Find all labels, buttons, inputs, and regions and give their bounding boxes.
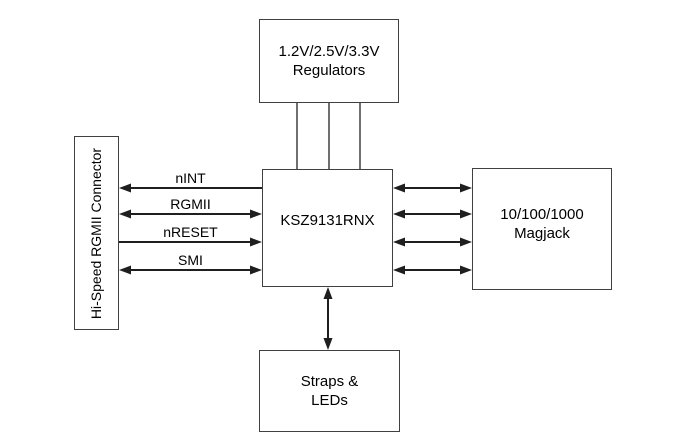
arrow-ksz-magjack-1 (393, 183, 472, 193)
regulators-label-line1: 1.2V/2.5V/3.3V (278, 43, 380, 60)
block-magjack: 10/100/1000 Magjack (472, 168, 612, 290)
regulators-label: 1.2V/2.5V/3.3V Regulators (279, 42, 380, 80)
signal-label-smi: SMI (178, 252, 203, 268)
block-ksz9131rnx: KSZ9131RNX (262, 169, 393, 287)
arrow-ksz-magjack-3 (393, 237, 472, 247)
block-straps-leds: Straps & LEDs (259, 350, 400, 432)
straps-leds-label: Straps & LEDs (301, 372, 359, 410)
arrow-rgmii (119, 209, 262, 219)
regulators-label-line2: Regulators (292, 62, 366, 79)
ksz9131rnx-label: KSZ9131RNX (280, 211, 375, 229)
straps-leds-label-line1: Straps & (300, 373, 359, 390)
straps-leds-label-line2: LEDs (311, 392, 348, 409)
arrow-nreset (119, 237, 262, 247)
magjack-label: 10/100/1000 Magjack (500, 205, 583, 243)
signal-label-rgmii: RGMII (170, 196, 211, 212)
block-rgmii-connector: Hi-Speed RGMII Connector (74, 136, 119, 330)
arrow-ksz-magjack-2 (393, 209, 472, 219)
arrow-ksz-magjack-4 (393, 265, 472, 275)
magjack-label-line2: Magjack (514, 225, 570, 242)
magjack-label-line1: 10/100/1000 (500, 206, 584, 223)
arrow-smi (119, 265, 262, 275)
arrow-nint (119, 183, 262, 193)
rgmii-connector-label: Hi-Speed RGMII Connector (88, 147, 104, 319)
signal-label-nreset: nRESET (163, 224, 218, 240)
block-regulators: 1.2V/2.5V/3.3V Regulators (259, 19, 399, 103)
power-lines (296, 102, 361, 170)
signal-label-nint: nINT (175, 170, 206, 186)
arrow-ksz-straps (323, 287, 333, 350)
